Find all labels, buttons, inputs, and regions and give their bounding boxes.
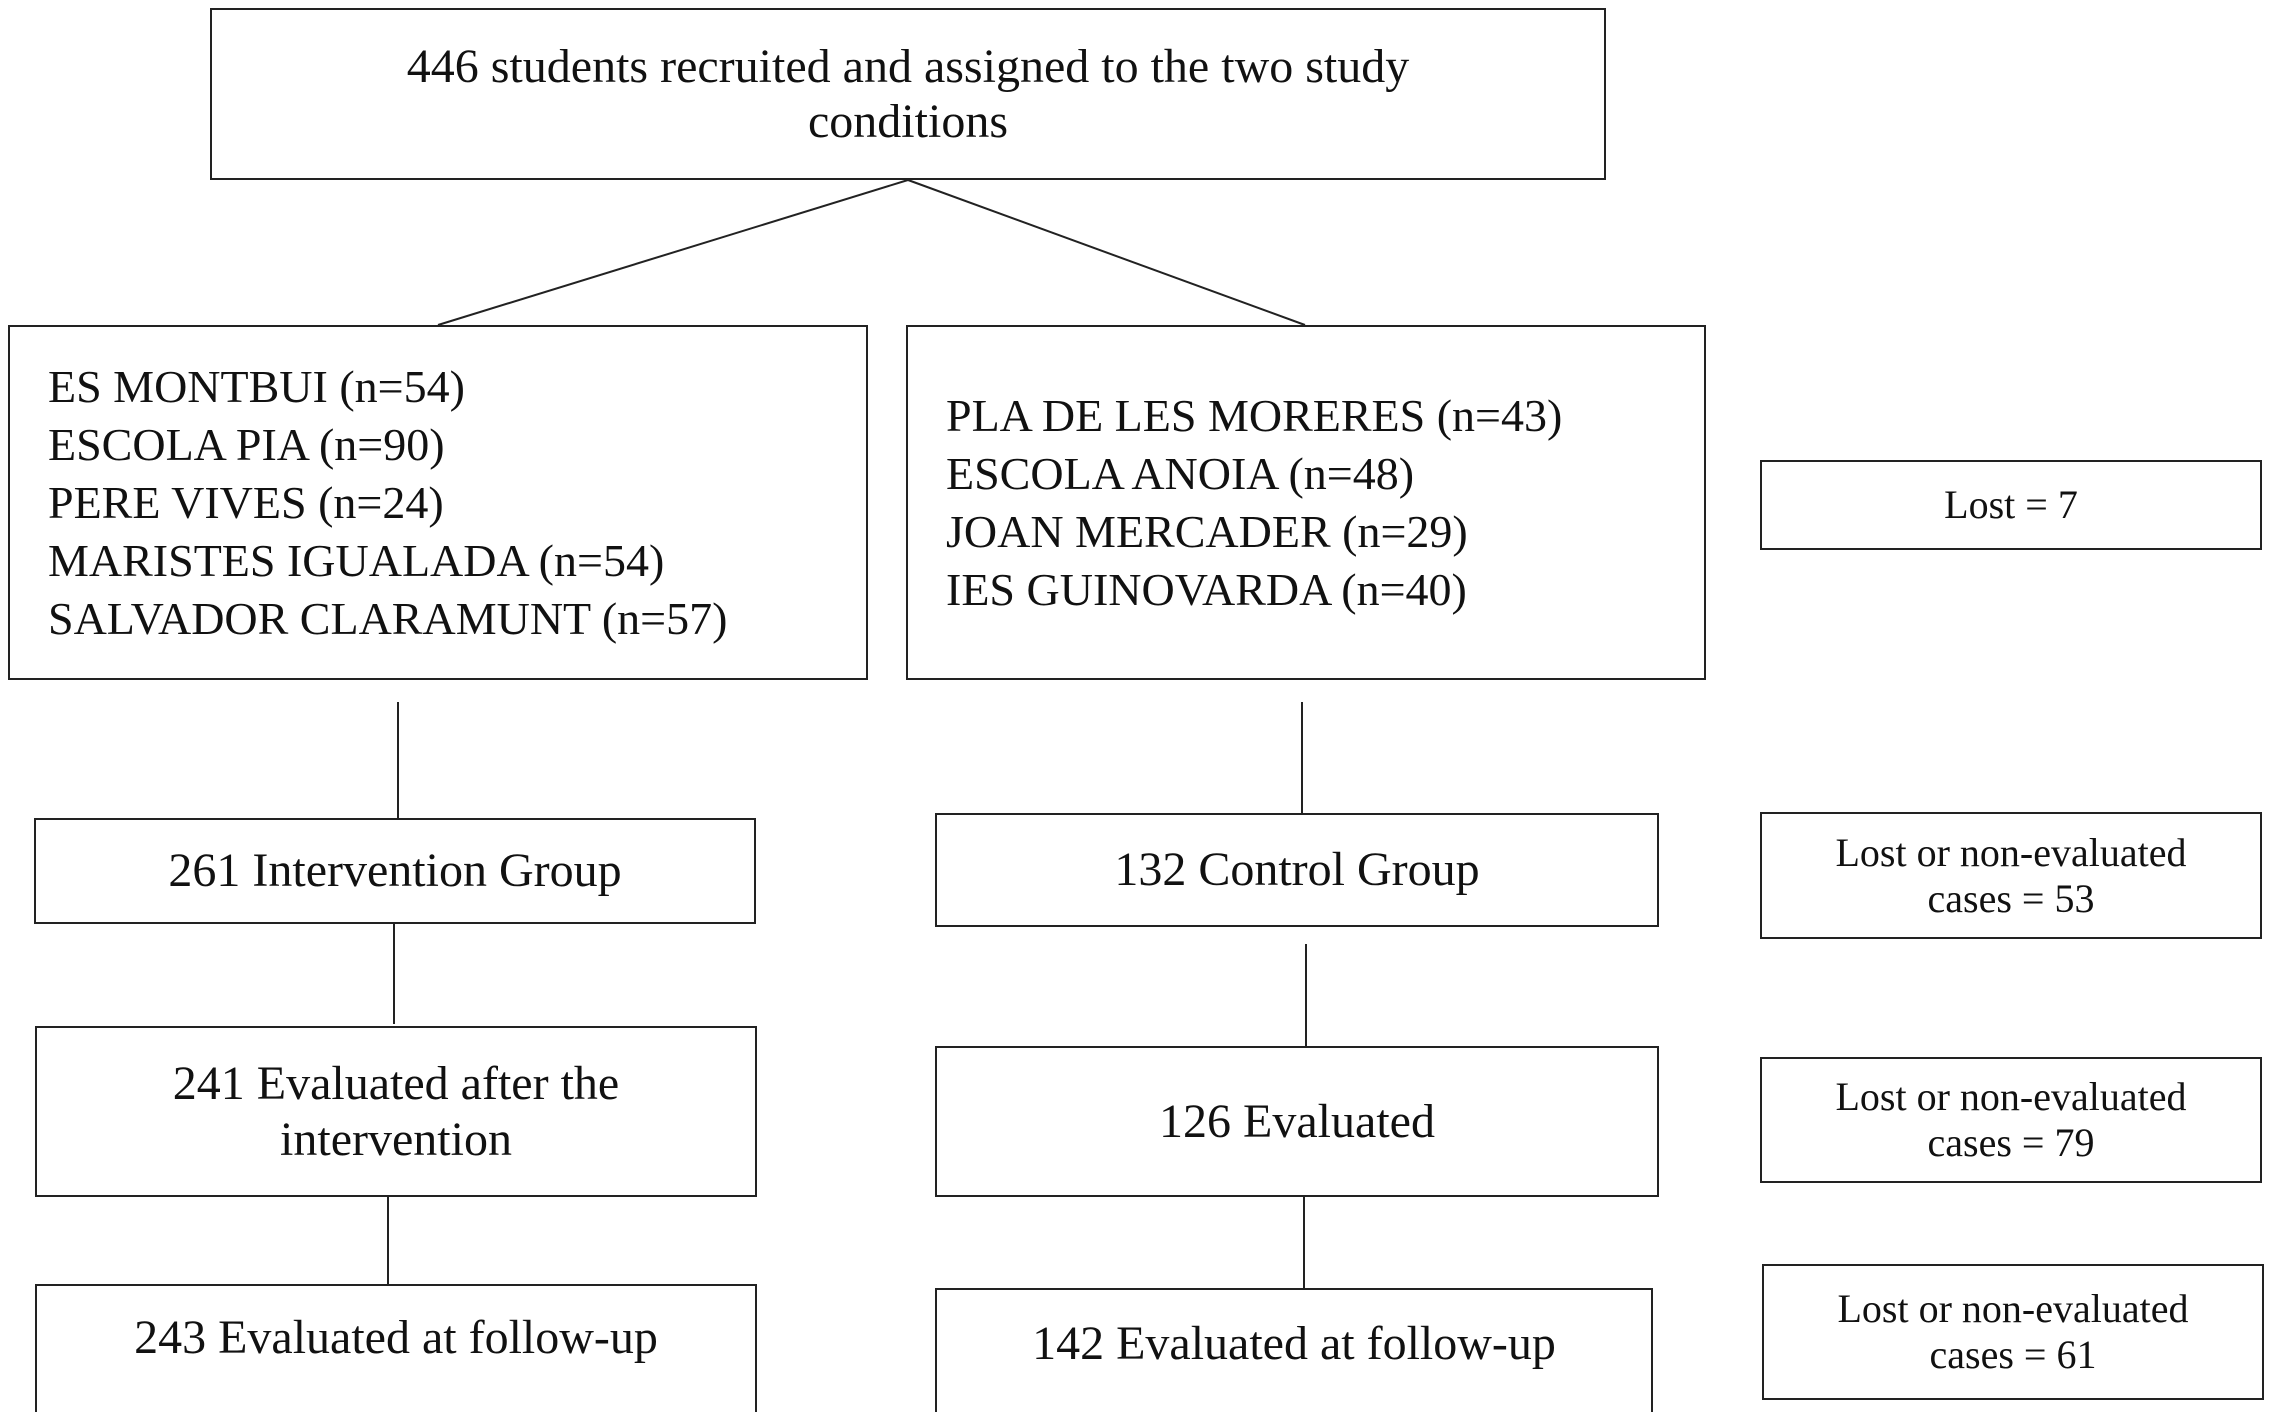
control-group-box: 132 Control Group [935,813,1659,927]
lost-box-follow-up: Lost or non-evaluated cases = 61 [1762,1264,2264,1400]
control-evaluated-text: 126 Evaluated [1159,1094,1435,1148]
control-school-item: PLA DE LES MORERES (n=43) [946,389,1563,441]
lost-text: Lost or non-evaluated cases = 53 [1835,829,2187,921]
control-evaluated-box: 126 Evaluated [935,1046,1659,1197]
control-follow-up-text: 142 Evaluated at follow-up [1032,1317,1556,1370]
intervention-school-item: MARISTES IGUALADA (n=54) [48,534,665,586]
recruitment-text: 446 students recruited and assigned to t… [406,39,1410,148]
intervention-schools-list: ES MONTBUI (n=54) ESCOLA PIA (n=90) PERE… [48,358,727,648]
intervention-evaluated-box: 241 Evaluated after the intervention [35,1026,757,1197]
control-schools-box: PLA DE LES MORERES (n=43) ESCOLA ANOIA (… [906,325,1706,680]
intervention-group-box: 261 Intervention Group [34,818,756,924]
control-follow-up-box: 142 Evaluated at follow-up [935,1288,1653,1412]
intervention-follow-up-text: 243 Evaluated at follow-up [134,1311,658,1364]
intervention-school-item: ESCOLA PIA (n=90) [48,418,445,470]
lost-text: Lost or non-evaluated cases = 79 [1835,1074,2187,1165]
lost-box-initial: Lost = 7 [1760,460,2262,550]
connector-top-to-intervention-schools [437,179,909,326]
intervention-school-item: SALVADOR CLARAMUNT (n=57) [48,592,728,644]
control-school-item: JOAN MERCADER (n=29) [946,505,1468,557]
intervention-school-item: PERE VIVES (n=24) [48,476,444,528]
lost-text: Lost or non-evaluated cases = 61 [1837,1286,2189,1377]
intervention-follow-up-box: 243 Evaluated at follow-up [35,1284,757,1412]
control-schools-list: PLA DE LES MORERES (n=43) ESCOLA ANOIA (… [946,387,1562,619]
lost-box-evaluated: Lost or non-evaluated cases = 79 [1760,1057,2262,1183]
intervention-group-text: 261 Intervention Group [168,844,622,898]
recruitment-box: 446 students recruited and assigned to t… [210,8,1606,180]
intervention-schools-box: ES MONTBUI (n=54) ESCOLA PIA (n=90) PERE… [8,325,868,680]
control-school-item: ESCOLA ANOIA (n=48) [946,447,1415,499]
control-school-item: IES GUINOVARDA (n=40) [946,563,1467,615]
lost-box-group: Lost or non-evaluated cases = 53 [1760,812,2262,939]
lost-text: Lost = 7 [1944,482,2078,527]
intervention-evaluated-text: 241 Evaluated after the intervention [172,1057,620,1166]
intervention-school-item: ES MONTBUI (n=54) [48,360,465,412]
control-group-text: 132 Control Group [1114,843,1480,897]
connector-top-to-control-schools [907,179,1306,326]
